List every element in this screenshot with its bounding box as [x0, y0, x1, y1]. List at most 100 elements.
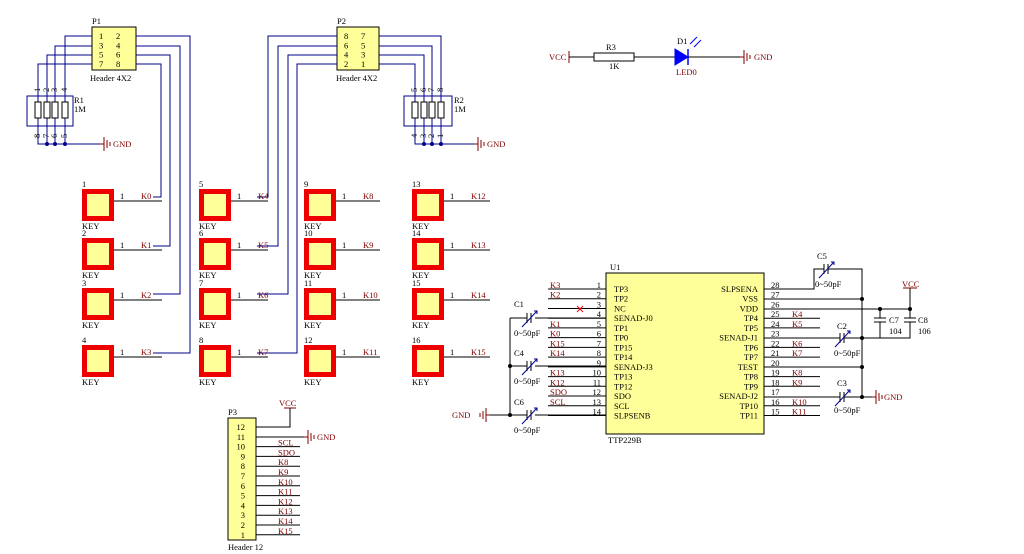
- pin-number: 1: [361, 59, 365, 69]
- key-label: KEY: [199, 221, 216, 231]
- pin-number: 18: [771, 377, 780, 387]
- pin-number: 1: [435, 134, 445, 138]
- pin-name: TP6: [744, 342, 758, 352]
- r2-ref: R2: [454, 95, 464, 105]
- d1-value: LED0: [676, 67, 697, 77]
- pin-name: TP8: [744, 372, 758, 382]
- pin-number: 8: [344, 31, 348, 41]
- key-pad: [199, 345, 231, 377]
- net-label: K9: [278, 467, 288, 477]
- pin-number: 5: [59, 134, 69, 138]
- key-number: 2: [82, 228, 86, 238]
- pin-number: 9: [241, 451, 245, 461]
- key-number: 4: [82, 335, 87, 345]
- pin-number: 5: [409, 88, 419, 92]
- pin-name: TP7: [744, 352, 758, 362]
- vcc-label-p3: VCC: [279, 398, 297, 408]
- pin-number: 3: [361, 50, 365, 60]
- c1-ref: C1: [514, 299, 524, 309]
- key-net: K10: [363, 290, 378, 300]
- gnd-symbol-r1: GND: [100, 137, 131, 151]
- key-number: 9: [304, 179, 308, 189]
- key-pin: 1: [237, 290, 241, 300]
- pin-number: 8: [241, 461, 245, 471]
- key-net: K8: [363, 191, 373, 201]
- pin-number: 25: [771, 309, 780, 319]
- key-pin: 1: [342, 347, 346, 357]
- key-net: K15: [471, 347, 486, 357]
- pin-number: 1: [597, 280, 601, 290]
- key-pin: 1: [120, 240, 124, 250]
- r1-outline: [26, 95, 74, 127]
- net-label: SDO: [550, 387, 567, 397]
- pin-number: 5: [597, 319, 601, 329]
- gnd-label-u1-left: GND: [452, 410, 470, 420]
- key-number: 14: [412, 228, 421, 238]
- key-pad: [82, 189, 114, 221]
- net-label: K11: [278, 487, 292, 497]
- c4-value: 0~50pF: [514, 376, 541, 386]
- net-label: K10: [278, 477, 293, 487]
- key-number: 1: [82, 179, 86, 189]
- net-label: K15: [278, 526, 293, 536]
- c2-ref: C2: [837, 321, 847, 331]
- key-label: KEY: [82, 270, 99, 280]
- pin-number: 7: [361, 31, 365, 41]
- c4-ref: C4: [514, 348, 525, 358]
- pin-number: 20: [771, 358, 780, 368]
- key-pin: 1: [450, 191, 454, 201]
- gnd-label-led: GND: [754, 52, 772, 62]
- p2-type: Header 4X2: [336, 73, 377, 83]
- pin-number: 15: [771, 406, 780, 416]
- key-pin: 1: [342, 240, 346, 250]
- r1-resistors: [34, 90, 69, 138]
- r1-ref: R1: [74, 95, 84, 105]
- key-pin: 1: [450, 240, 454, 250]
- key-label: KEY: [412, 221, 429, 231]
- pin-name: SLPSENA: [721, 284, 759, 294]
- key-pin: 1: [450, 290, 454, 300]
- key-label: KEY: [304, 320, 321, 330]
- cap-c4: C4 0~50pF: [510, 348, 606, 386]
- p3-type: Header 12: [228, 542, 263, 552]
- pin-number: 3: [49, 88, 59, 92]
- u1-type: TTP229B: [608, 435, 642, 445]
- net-label: K6: [792, 338, 802, 348]
- resistor-element: [61, 101, 69, 119]
- pin-number: 22: [771, 338, 780, 348]
- key-number: 15: [412, 278, 421, 288]
- p3-ref: P3: [228, 407, 237, 417]
- key-number: 8: [199, 335, 203, 345]
- pin-number: 6: [241, 481, 245, 491]
- pin-number: 24: [771, 319, 780, 329]
- key-number: 11: [304, 278, 312, 288]
- pin-number: 5: [99, 50, 103, 60]
- pin-number: 17: [771, 387, 780, 397]
- pin-name: SLPSENB: [614, 410, 651, 420]
- key-pad: [82, 345, 114, 377]
- pin-number: 13: [593, 397, 602, 407]
- key-pin: 1: [342, 290, 346, 300]
- key-pin: 1: [450, 347, 454, 357]
- key-net: K2: [141, 290, 151, 300]
- pin-number: 7: [99, 59, 103, 69]
- key-label: KEY: [304, 221, 321, 231]
- key-number: 13: [412, 179, 421, 189]
- key-pad: [304, 238, 336, 270]
- key-pad: [304, 288, 336, 320]
- pin-number: 28: [771, 280, 780, 290]
- pin-number: 3: [597, 299, 601, 309]
- pin-number: 2: [426, 134, 436, 138]
